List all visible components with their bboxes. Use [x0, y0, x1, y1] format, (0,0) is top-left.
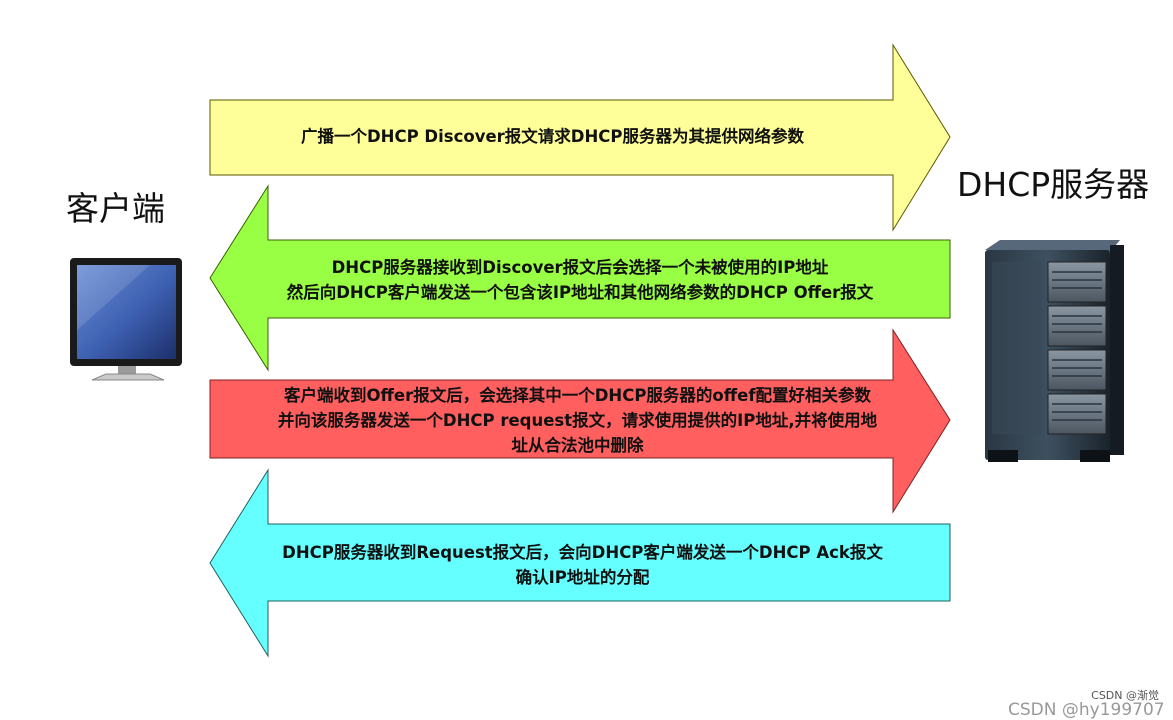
step-1-line-1: 广播一个DHCP Discover报文请求DHCP服务器为其提供网络参数 [210, 124, 895, 149]
server-tower-icon [985, 240, 1124, 462]
step-2-line-2: 然后向DHCP客户端发送一个包含该IP地址和其他网络参数的DHCP Offer报… [220, 280, 940, 305]
step-3-line-2: 并向该服务器发送一个DHCP request报文，请求使用提供的IP地址,并将使… [215, 408, 940, 433]
watermark-large: CSDN @hy199707 [1008, 700, 1165, 720]
step-4-line-1: DHCP服务器收到Request报文后，会向DHCP客户端发送一个DHCP Ac… [215, 540, 950, 565]
step-2-text: DHCP服务器接收到Discover报文后会选择一个未被使用的IP地址 然后向D… [220, 255, 940, 305]
step-3-line-1: 客户端收到Offer报文后，会选择其中一个DHCP服务器的offef配置好相关参… [215, 383, 940, 408]
step-1-text: 广播一个DHCP Discover报文请求DHCP服务器为其提供网络参数 [210, 124, 895, 149]
step-4-line-2: 确认IP地址的分配 [215, 565, 950, 590]
step-3-line-3: 址从合法池中删除 [215, 433, 940, 458]
step-4-text: DHCP服务器收到Request报文后，会向DHCP客户端发送一个DHCP Ac… [215, 540, 950, 590]
computer-monitor-icon [70, 258, 182, 380]
step-3-text: 客户端收到Offer报文后，会选择其中一个DHCP服务器的offef配置好相关参… [215, 383, 940, 458]
step-2-line-1: DHCP服务器接收到Discover报文后会选择一个未被使用的IP地址 [220, 255, 940, 280]
